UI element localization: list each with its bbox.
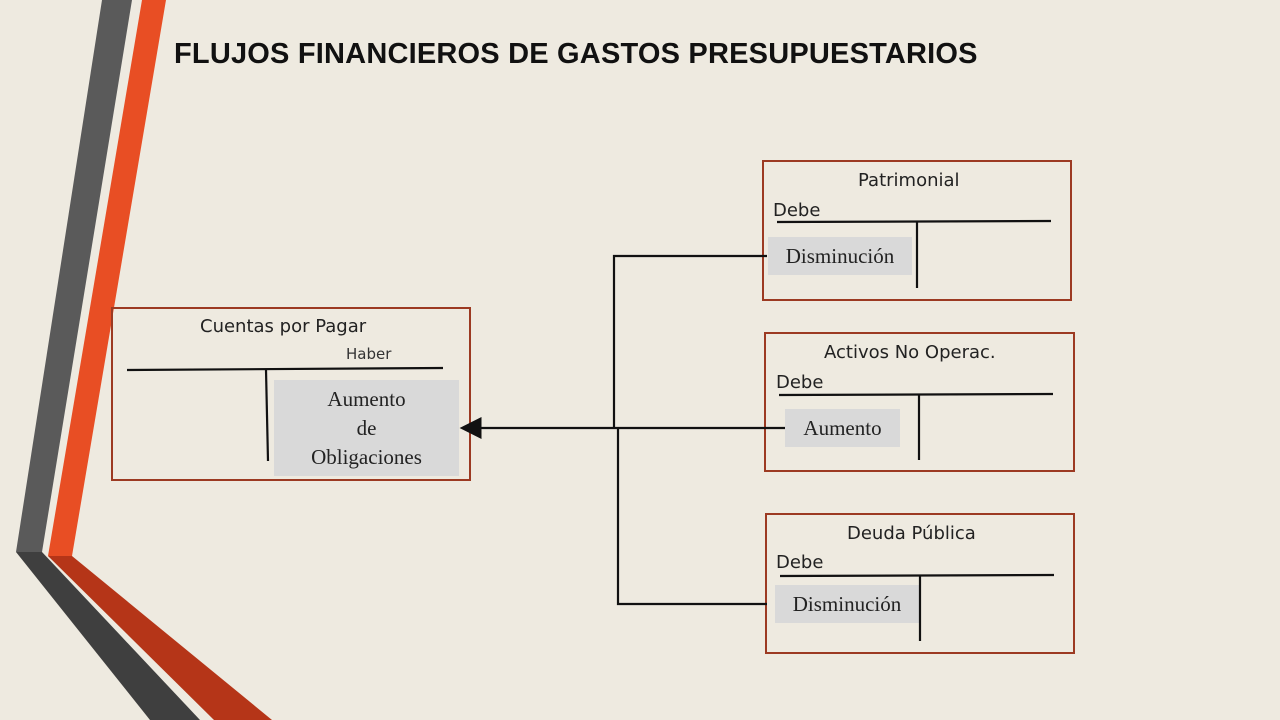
entry-aumento-obligaciones: Aumento de Obligaciones <box>274 380 459 476</box>
entry-line-3: Obligaciones <box>311 444 422 469</box>
side-label-debe-deuda: Debe <box>776 552 824 573</box>
account-box-cuentas-por-pagar <box>111 307 471 481</box>
account-title-patrimonial: Patrimonial <box>858 170 960 191</box>
account-title-cuentas-por-pagar: Cuentas por Pagar <box>200 316 367 337</box>
side-label-debe-patrimonial: Debe <box>773 200 821 221</box>
entry-line-1: Aumento <box>327 386 406 411</box>
red-lower-stripe <box>48 556 272 720</box>
orange-stripe <box>48 0 166 556</box>
side-label-debe-activos: Debe <box>776 372 824 393</box>
side-label-haber: Haber <box>346 345 392 363</box>
entry-line-2: de <box>356 415 377 440</box>
account-title-deuda-publica: Deuda Pública <box>847 523 976 544</box>
entry-disminucion-patrimonial: Disminución <box>768 237 912 275</box>
account-title-activos-no-operac: Activos No Operac. <box>824 342 996 363</box>
dark-lower-stripe <box>16 552 200 720</box>
account-box-patrimonial <box>762 160 1072 301</box>
gray-stripe <box>16 0 132 552</box>
entry-aumento-activos: Aumento <box>785 409 900 447</box>
entry-disminucion-deuda: Disminución <box>775 585 919 623</box>
page-title: FLUJOS FINANCIEROS DE GASTOS PRESUPUESTA… <box>174 38 978 70</box>
